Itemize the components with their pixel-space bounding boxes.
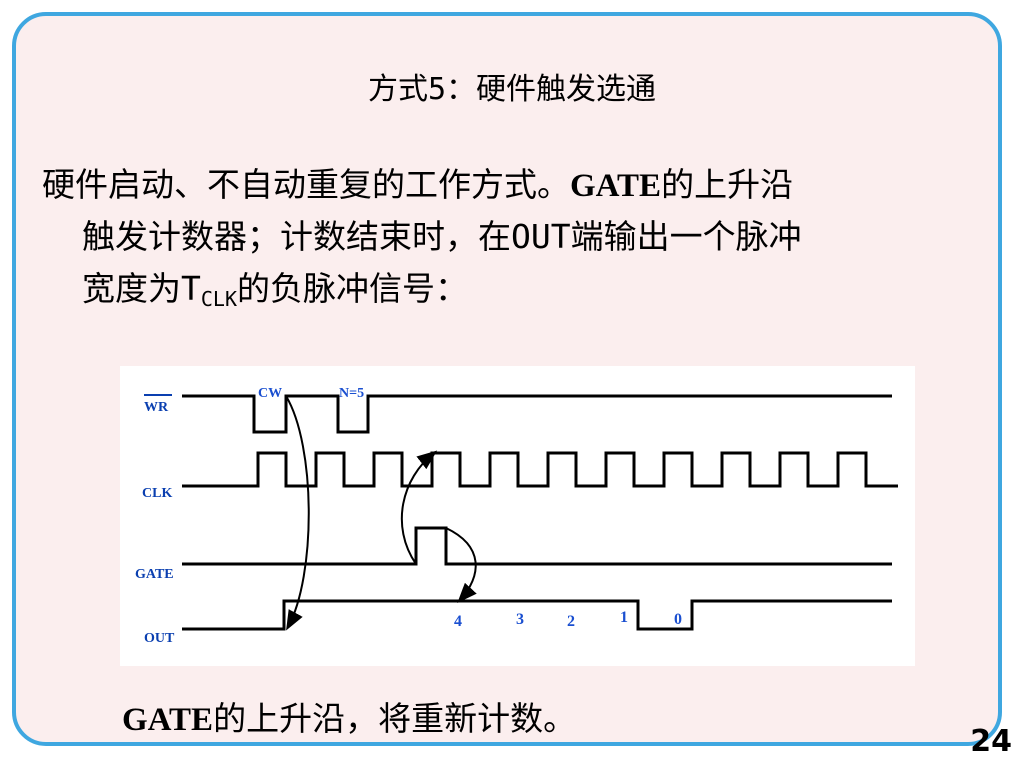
out-label: OUT — [144, 631, 175, 646]
cw-to-out-arrow — [285, 395, 310, 631]
description-line-1: 硬件启动、不自动重复的工作方式。GATE的上升沿 — [42, 158, 793, 206]
line1-gate: GATE — [570, 168, 662, 204]
line3-text-b: 的负脉冲信号： — [237, 269, 468, 308]
count-label-3: 3 — [516, 611, 524, 628]
line1-text-b: 的上升沿 — [661, 165, 794, 204]
page-number: 24 — [970, 724, 1012, 759]
line3-text-a: 宽度为T — [82, 269, 201, 308]
bottom-gate: GATE — [122, 702, 214, 738]
bottom-text: 的上升沿，将重新计数。 — [213, 699, 577, 738]
slide-title: 方式5：硬件触发选通 — [367, 72, 657, 107]
description-line-3: 宽度为TCLK的负脉冲信号： — [82, 262, 468, 311]
gate-to-clk-arrow — [400, 450, 438, 565]
cw-annotation: CW — [258, 386, 282, 401]
n5-annotation: N=5 — [339, 386, 364, 401]
timing-diagram-svg: WR CLK GATE OUT CW N=5 4 3 2 1 0 — [135, 386, 898, 646]
count-label-0: 0 — [674, 611, 682, 628]
count-label-2: 2 — [567, 613, 575, 630]
gate-to-out-arrow — [445, 527, 477, 603]
line3-clk-subscript: CLK — [200, 287, 237, 311]
timing-diagram: WR CLK GATE OUT CW N=5 4 3 2 1 0 — [120, 366, 915, 666]
gate-waveform — [182, 526, 892, 566]
wr-waveform — [182, 394, 892, 434]
gate-label: GATE — [135, 567, 174, 582]
description-line-2: 触发计数器；计数结束时，在OUT端输出一个脉冲 — [82, 217, 802, 256]
count-label-1: 1 — [620, 609, 628, 626]
clk-waveform — [182, 451, 898, 488]
line1-text-a: 硬件启动、不自动重复的工作方式。 — [42, 165, 570, 204]
wr-label: WR — [144, 400, 169, 415]
bottom-note: GATE的上升沿，将重新计数。 — [122, 692, 576, 740]
count-label-4: 4 — [454, 613, 462, 630]
clk-label: CLK — [142, 486, 172, 501]
out-waveform — [182, 599, 892, 631]
